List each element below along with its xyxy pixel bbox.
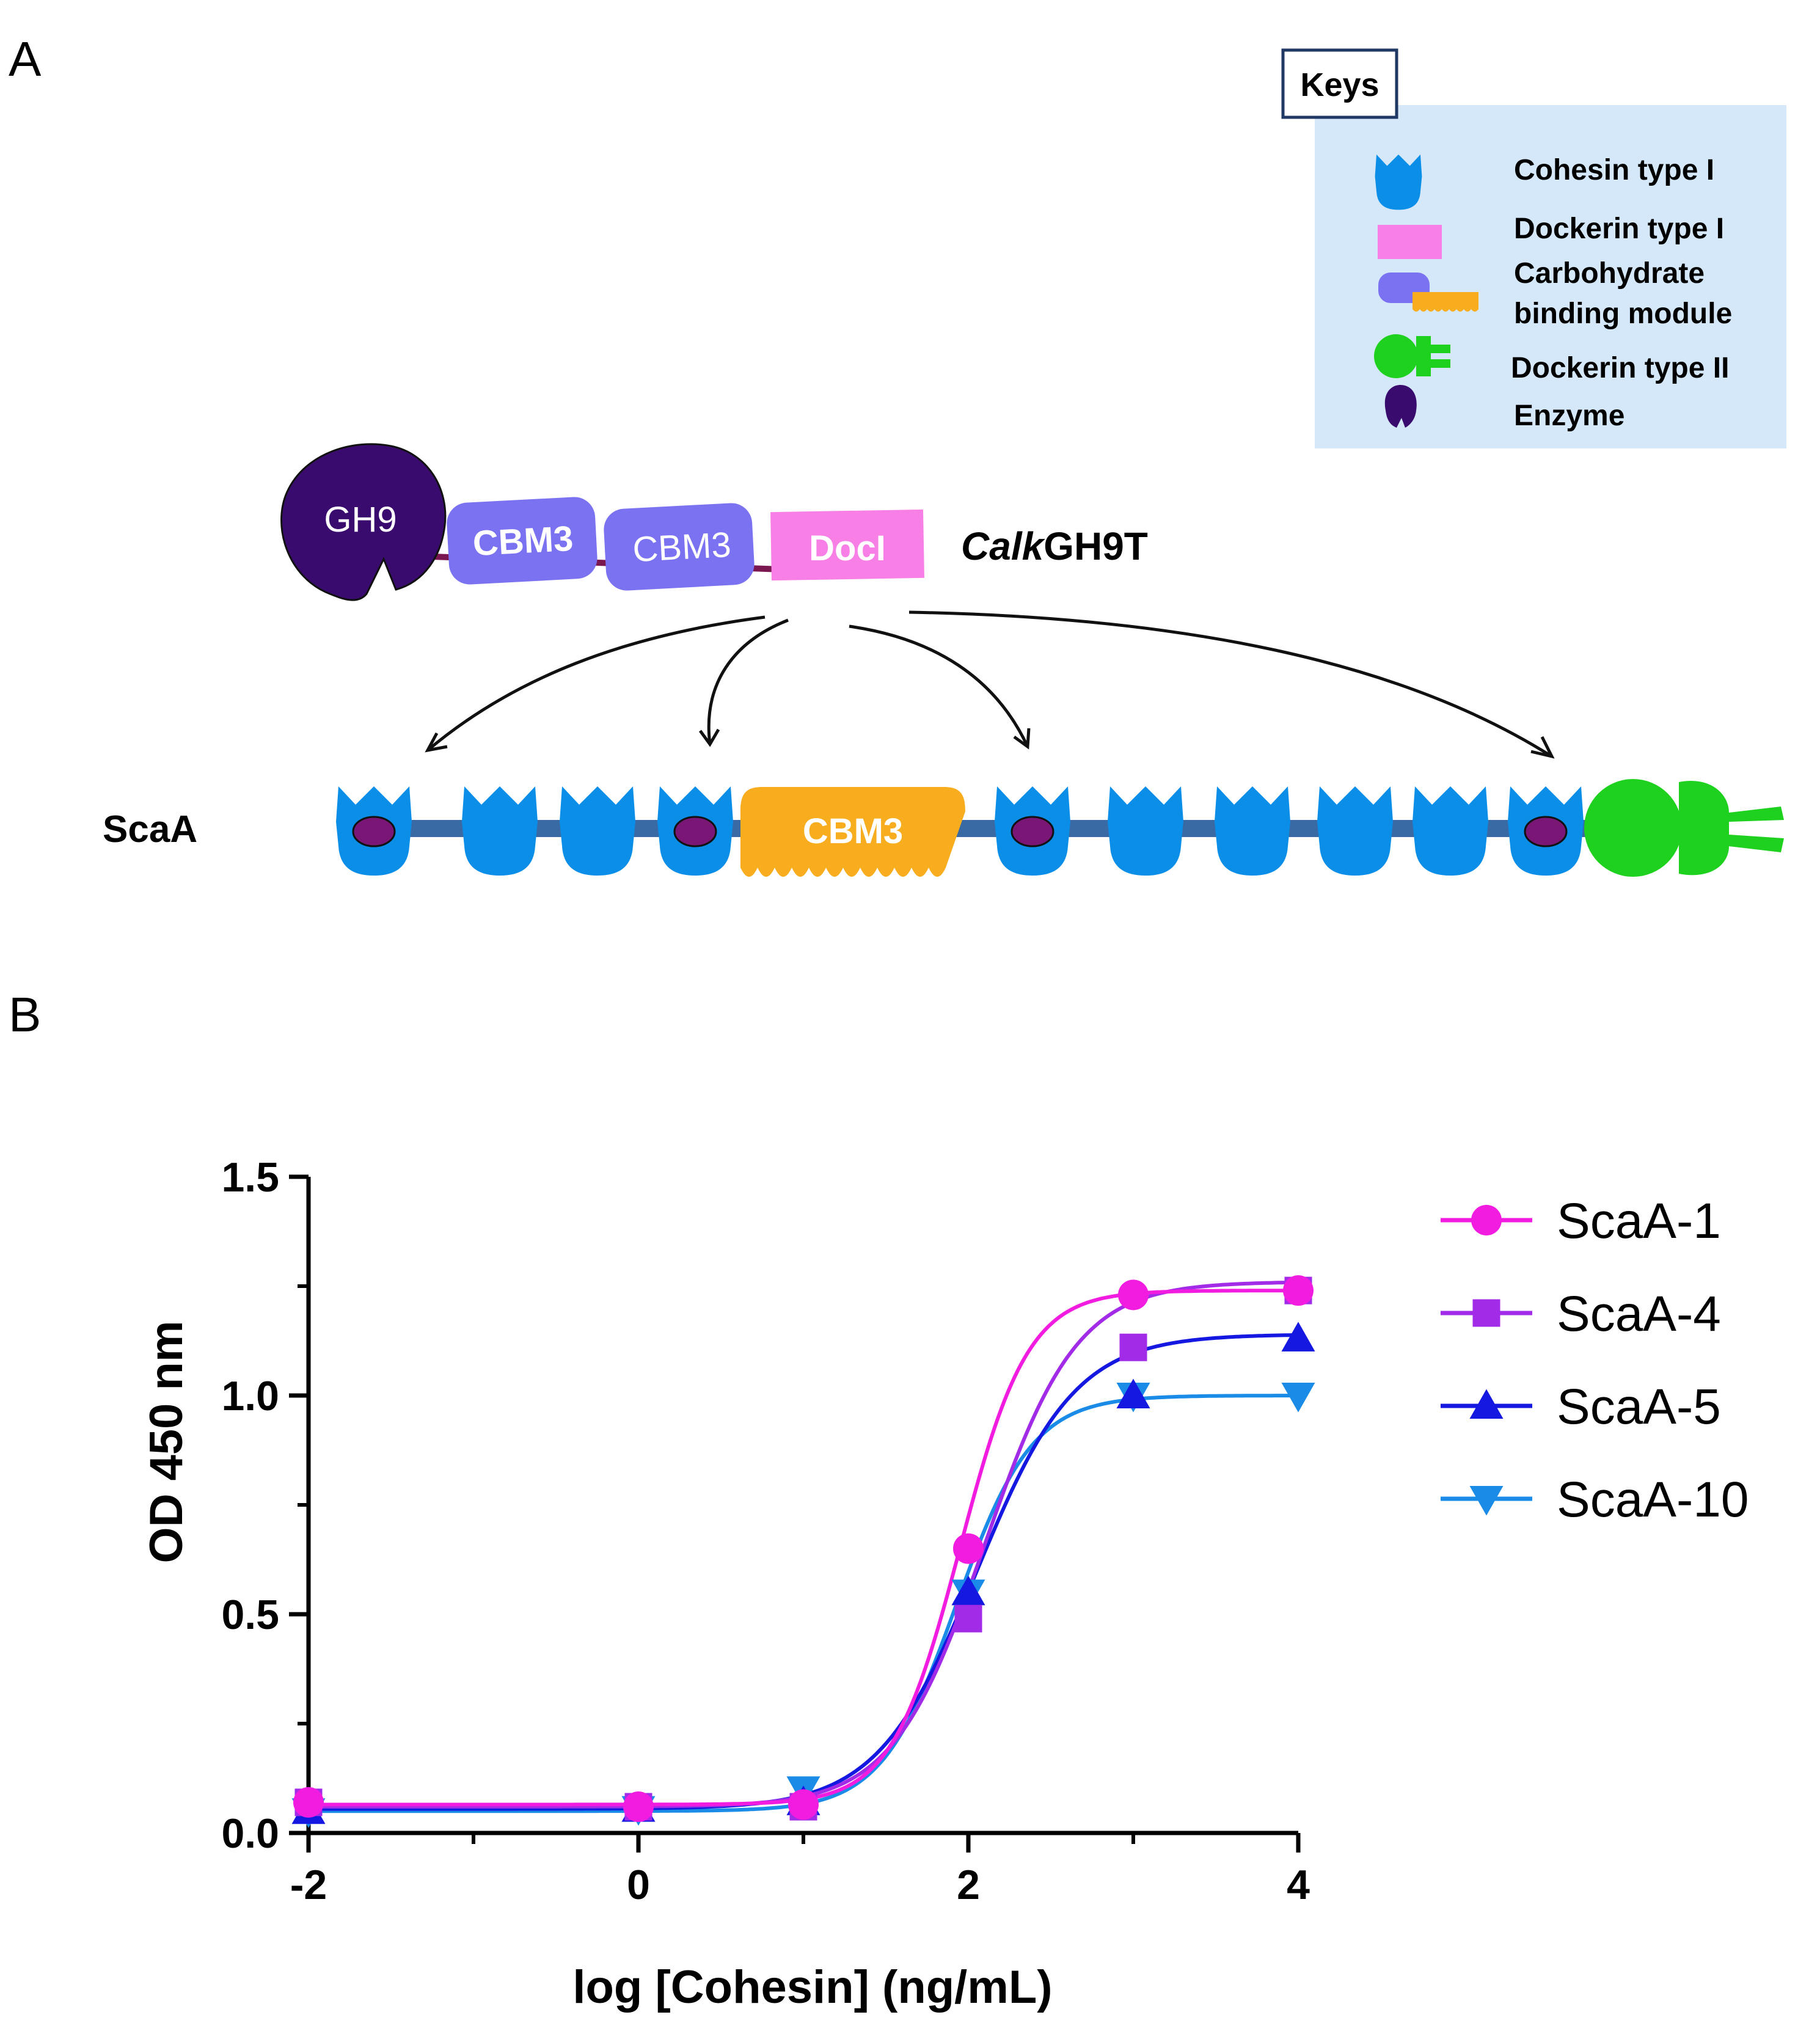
- construct-name-italic: Calk: [961, 524, 1046, 568]
- docl-domain: [770, 509, 924, 581]
- key-cbm-label-line2: binding module: [1514, 298, 1732, 330]
- bound-enzyme: [673, 816, 717, 847]
- keys-title: Keys: [1300, 67, 1379, 103]
- legend-label: ScaA-1: [1557, 1193, 1721, 1249]
- data-point-scaa-1: [788, 1789, 819, 1820]
- cohesin-module: [1108, 786, 1183, 876]
- fit-curve-scaa-4: [309, 1280, 1299, 1809]
- y-tick-label: 1.5: [221, 1154, 279, 1201]
- chart-axes: 0.0 0.5 1.0 1.5 -2 0 2 4: [221, 1154, 1310, 1908]
- scaffoldin: [336, 786, 1610, 876]
- cbm3-domain-1: [447, 497, 598, 585]
- data-point-scaa-4: [1119, 1333, 1147, 1361]
- x-tick-label: 2: [957, 1862, 980, 1908]
- data-point-scaa-10: [1281, 1383, 1315, 1413]
- arrowheads: [425, 728, 1555, 759]
- key-enzyme-label: Enzyme: [1514, 400, 1624, 432]
- bound-enzyme: [352, 816, 396, 847]
- y-tick-label: 0.0: [221, 1810, 279, 1857]
- data-point-scaa-1: [1283, 1275, 1314, 1306]
- scaffoldin-cbm3-label: CBM3: [803, 811, 903, 851]
- keys-legend: Keys Cohesin type I Dockerin type I Carb…: [1281, 48, 1786, 448]
- calkgh9t-construct: GH9 CBM3 CBM3 DocI CalkGH9T: [280, 443, 1148, 601]
- arrow-to-cohesin-1: [426, 615, 766, 752]
- legend-marker: [1469, 1389, 1504, 1419]
- data-point-scaa-1: [1118, 1279, 1149, 1311]
- arrow-to-cohesin-5: [849, 624, 1029, 748]
- arrow-to-cohesin-4: [707, 618, 789, 745]
- key-cohesin-label: Cohesin type I: [1514, 154, 1714, 186]
- docl-label: DocI: [809, 529, 886, 568]
- construct-name-regular: GH9T: [1043, 524, 1148, 568]
- fit-curve-scaa-1: [309, 1289, 1298, 1807]
- cbm3-label-2: CBM3: [632, 525, 732, 569]
- panel-b-label: B: [9, 987, 41, 1042]
- gh9-label: GH9: [324, 500, 397, 540]
- key-dockerin-i-label: Dockerin type I: [1514, 213, 1724, 245]
- bound-enzyme: [1011, 816, 1054, 847]
- data-point-scaa-1: [293, 1787, 324, 1818]
- legend-label: ScaA-4: [1557, 1286, 1721, 1342]
- arrow-to-cohesin-10: [908, 610, 1553, 758]
- enzyme-icon: [1384, 385, 1417, 428]
- legend-marker: [1469, 1486, 1504, 1516]
- scaffoldin-name: ScaA: [103, 808, 197, 851]
- data-point-scaa-5: [1281, 1322, 1315, 1352]
- cohesin-module: [1215, 786, 1290, 876]
- fit-curves: [309, 1280, 1299, 1813]
- cohesin-module: [1508, 786, 1584, 876]
- data-point-scaa-5: [951, 1575, 985, 1606]
- y-tick-label: 1.0: [221, 1373, 279, 1419]
- key-dockerin-ii-label: Dockerin type II: [1511, 352, 1729, 384]
- panel-a-label: A: [9, 32, 42, 86]
- legend-label: ScaA-5: [1557, 1379, 1721, 1435]
- y-tick-label: 0.5: [221, 1592, 279, 1638]
- x-axis-title: log [Cohesin] (ng/mL): [572, 1961, 1052, 2013]
- x-tick-label: -2: [290, 1862, 327, 1908]
- fit-curve-scaa-10: [309, 1394, 1298, 1813]
- data-markers: [291, 1275, 1315, 1828]
- cohesin-type-i-icon: [1375, 154, 1422, 210]
- carbohydrate-binding-module-icon: [1378, 273, 1478, 312]
- legend-label: ScaA-10: [1557, 1472, 1749, 1527]
- construct-name: CalkGH9T: [961, 524, 1148, 568]
- legend-marker: [1472, 1299, 1500, 1327]
- data-point-scaa-1: [953, 1533, 984, 1564]
- cbm3-label-1: CBM3: [472, 519, 574, 564]
- cohesin-module: [657, 786, 733, 876]
- cbm3-domain-2: [604, 503, 755, 591]
- scaffoldin-cbm3: CBM3: [740, 787, 965, 877]
- dockerin-type-ii-icon: [1374, 334, 1450, 378]
- key-cbm-label-line1: Carbohydrate: [1514, 257, 1705, 290]
- data-point-scaa-1: [623, 1791, 654, 1823]
- data-point-scaa-4: [954, 1604, 982, 1633]
- cohesin-module: [1317, 786, 1393, 876]
- cohesin-module: [1413, 786, 1488, 876]
- scaffoldin-backbone: [339, 820, 1610, 837]
- bound-enzyme: [1524, 816, 1568, 847]
- fit-curve-scaa-5: [309, 1333, 1299, 1811]
- binding-arrows: [426, 610, 1553, 758]
- cohesin-module: [336, 786, 412, 876]
- x-tick-label: 4: [1287, 1862, 1310, 1908]
- y-axis-title: OD 450 nm: [141, 1320, 192, 1563]
- keys-title-box: [1281, 48, 1398, 119]
- gh9-domain: [280, 443, 447, 601]
- cohesin-module: [462, 786, 538, 876]
- dockerin-type-ii-domain: [1584, 779, 1784, 877]
- x-tick-label: 0: [627, 1862, 650, 1908]
- data-point-scaa-5: [1116, 1378, 1150, 1408]
- cohesin-module: [995, 786, 1070, 876]
- dockerin-type-i-icon: [1378, 225, 1442, 259]
- cohesin-module: [560, 786, 635, 876]
- legend-marker: [1471, 1205, 1502, 1235]
